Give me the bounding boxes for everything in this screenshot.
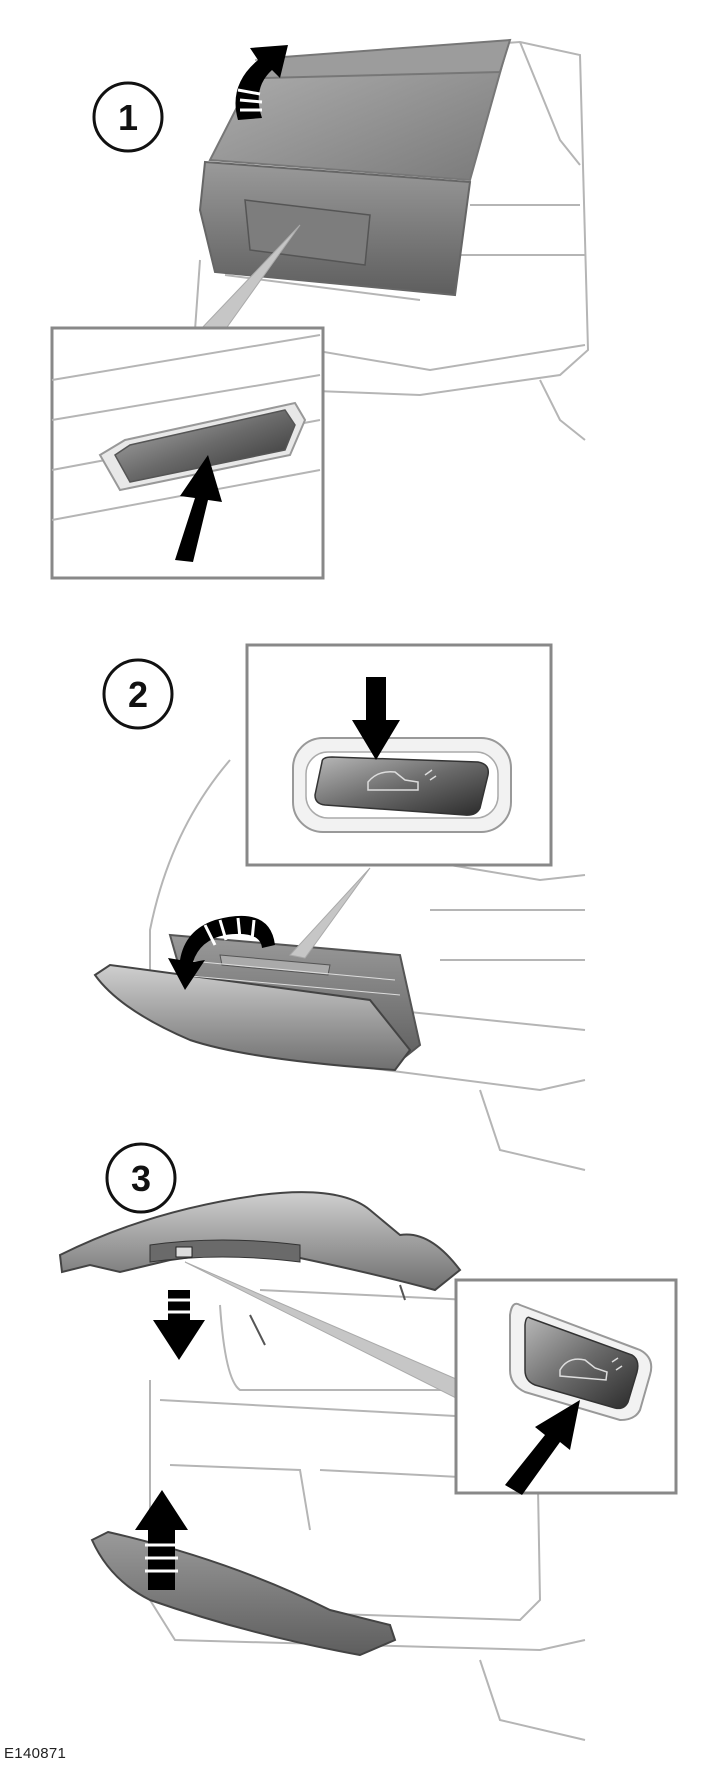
curved-arrow-icon <box>168 915 275 990</box>
step-3-number: 3 <box>131 1158 151 1199</box>
release-button-3 <box>524 1316 639 1410</box>
tailgate-release-icon <box>367 769 437 791</box>
step-1-badge: 1 <box>92 81 164 153</box>
arrow-down-icon <box>352 677 400 760</box>
reference-code: E140871 <box>4 1745 67 1762</box>
tailgate-release-icon <box>559 1357 623 1381</box>
arrow-down-icon <box>153 1290 205 1360</box>
release-button-1 <box>114 409 296 483</box>
inset-1 <box>50 326 325 580</box>
step-3-group: 3 <box>58 1142 678 1741</box>
step-3-badge: 3 <box>105 1142 177 1214</box>
arrow-up-icon <box>505 1400 580 1495</box>
step-2-number: 2 <box>128 674 148 715</box>
step-1-group: 1 <box>50 38 590 580</box>
arrow-up-icon <box>235 45 288 120</box>
arrow-up-icon <box>135 1490 188 1590</box>
arrow-up-icon <box>175 455 222 562</box>
step-2-badge: 2 <box>102 658 174 730</box>
step-1-number: 1 <box>118 97 138 138</box>
lower-tailgate-raising <box>90 1530 397 1657</box>
step-2-group: 2 <box>93 643 586 1171</box>
inset-3 <box>454 1278 678 1495</box>
release-button-2 <box>314 756 490 816</box>
inset-2 <box>245 643 553 867</box>
